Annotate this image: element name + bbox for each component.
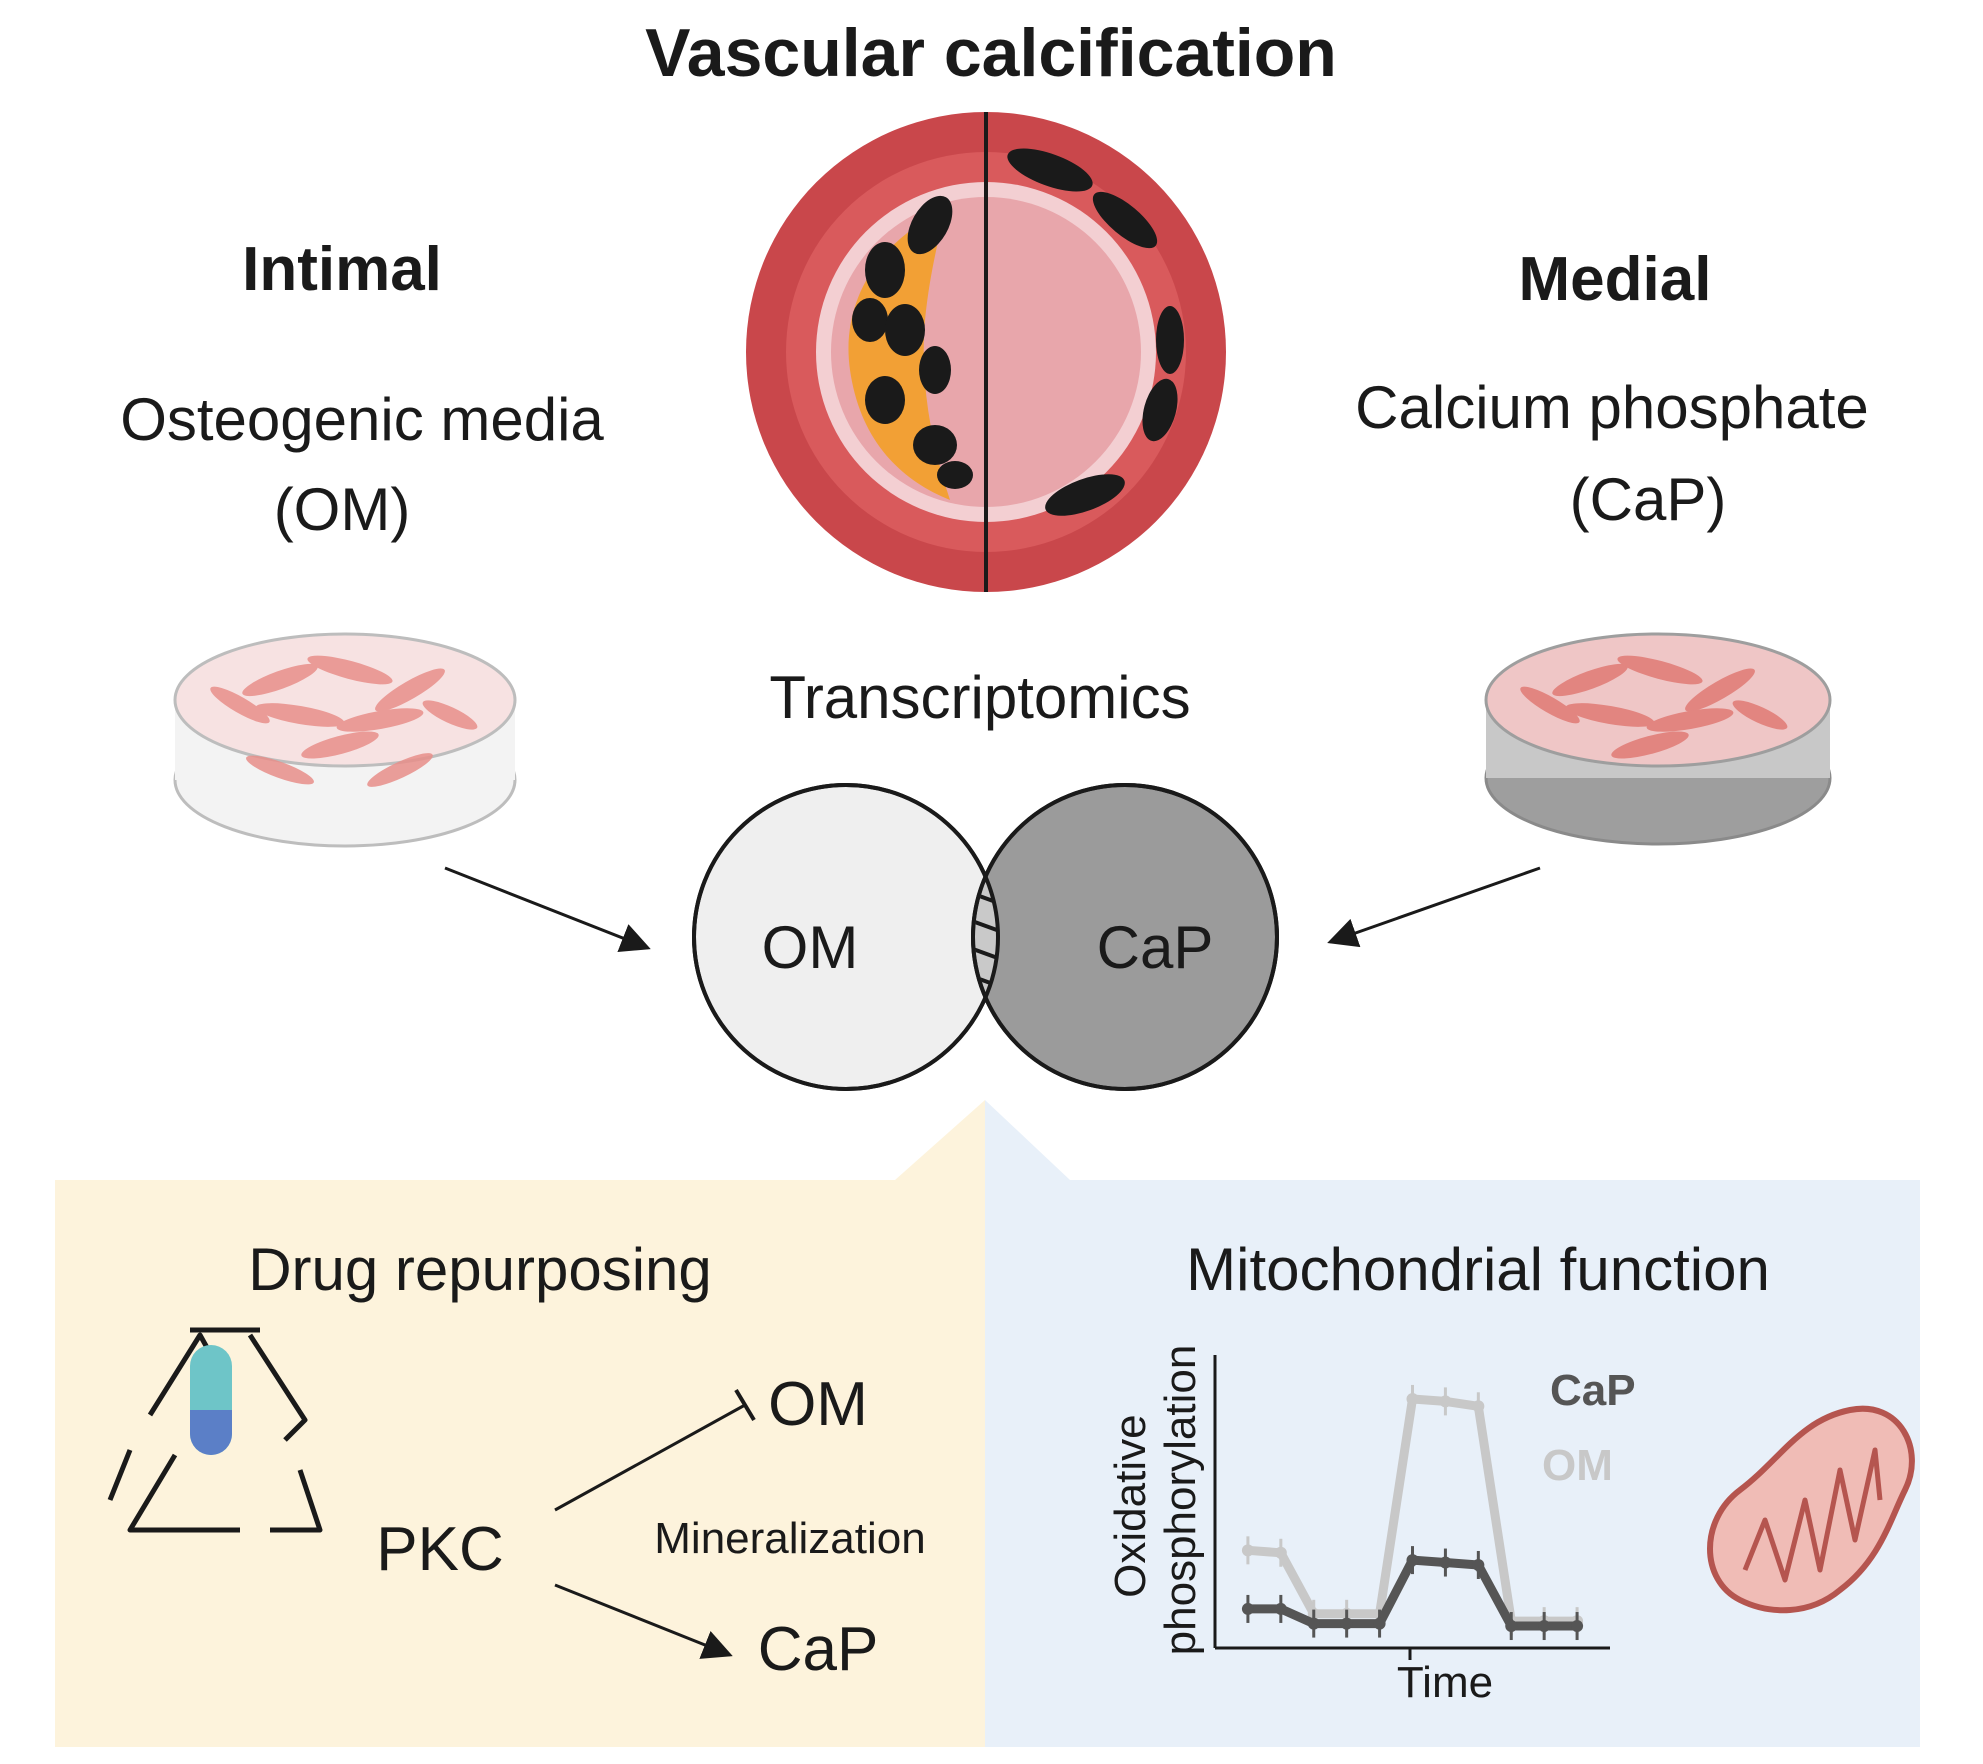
- data-point-cap: [1307, 1617, 1320, 1630]
- target-om-label: OM: [768, 1370, 868, 1439]
- calcium-phosphate-label: Calcium phosphate: [1355, 374, 1869, 441]
- intimal-heading: Intimal: [242, 235, 442, 304]
- data-point-cap: [1340, 1617, 1353, 1630]
- inhibit-line-om: [554, 1403, 746, 1512]
- venn-diagram: OM CaP: [692, 783, 1279, 1091]
- data-point-cap: [1439, 1556, 1452, 1569]
- arrow-pkc-to-cap: [554, 1583, 733, 1659]
- data-point-cap: [1571, 1620, 1584, 1633]
- data-point-om: [1274, 1546, 1287, 1559]
- data-point-om: [1439, 1395, 1452, 1408]
- cap-abbrev-label: (CaP): [1570, 466, 1727, 533]
- data-point-cap: [1241, 1602, 1254, 1615]
- data-point-om: [1241, 1544, 1254, 1557]
- inhibit-bar-om: [734, 1388, 756, 1422]
- y-axis-label-line-1: Oxidative: [1106, 1414, 1155, 1597]
- y-axis-label: Oxidative phosphorylation: [1106, 1345, 1205, 1656]
- petri-dish-cap-icon: [1484, 632, 1832, 846]
- recycle-capsule-icon: [107, 1327, 323, 1533]
- venn-om-label: OM: [762, 914, 859, 981]
- mito-panel-background: [985, 1100, 1920, 1747]
- y-axis-label-line-2: phosphorylation: [1156, 1345, 1205, 1656]
- mito-panel: [985, 1100, 1920, 1747]
- data-point-om: [1406, 1392, 1419, 1405]
- data-point-cap: [1538, 1620, 1551, 1633]
- data-point-cap: [1274, 1602, 1287, 1615]
- oxphos-chart: Time Oxidative phosphorylation CaP OM: [1106, 1345, 1636, 1707]
- drug-panel-background: [55, 1100, 985, 1747]
- data-point-om: [1472, 1400, 1485, 1413]
- legend-cap-label: CaP: [1550, 1366, 1636, 1415]
- pkc-label: PKC: [376, 1515, 503, 1584]
- data-point-cap: [1373, 1617, 1386, 1630]
- petri-dish-om-icon: [173, 632, 517, 848]
- venn-cap-label: CaP: [1097, 914, 1214, 981]
- om-abbrev-label: (OM): [274, 476, 411, 543]
- mineralization-label: Mineralization: [654, 1514, 925, 1563]
- vessel-cross-section-icon: [746, 112, 1226, 592]
- legend-om-label: OM: [1542, 1441, 1613, 1490]
- mitochondrion-icon: [1707, 1405, 1915, 1614]
- drug-repurposing-title: Drug repurposing: [248, 1236, 712, 1303]
- data-point-cap: [1406, 1554, 1419, 1567]
- target-cap-label: CaP: [758, 1615, 879, 1684]
- data-point-cap: [1505, 1620, 1518, 1633]
- mitochondrial-function-title: Mitochondrial function: [1186, 1236, 1770, 1303]
- figure-title: Vascular calcification: [645, 15, 1337, 91]
- calcification-deposits: [852, 148, 1184, 516]
- osteogenic-media-label: Osteogenic media: [120, 386, 604, 453]
- data-point-cap: [1472, 1558, 1485, 1571]
- x-axis-label: Time: [1397, 1658, 1493, 1707]
- medial-heading: Medial: [1519, 245, 1712, 314]
- drug-repurposing-panel: [55, 1100, 985, 1747]
- arrow-cap-to-venn: [1327, 866, 1541, 948]
- arrow-om-to-venn: [444, 866, 651, 953]
- transcriptomics-label: Transcriptomics: [769, 664, 1190, 731]
